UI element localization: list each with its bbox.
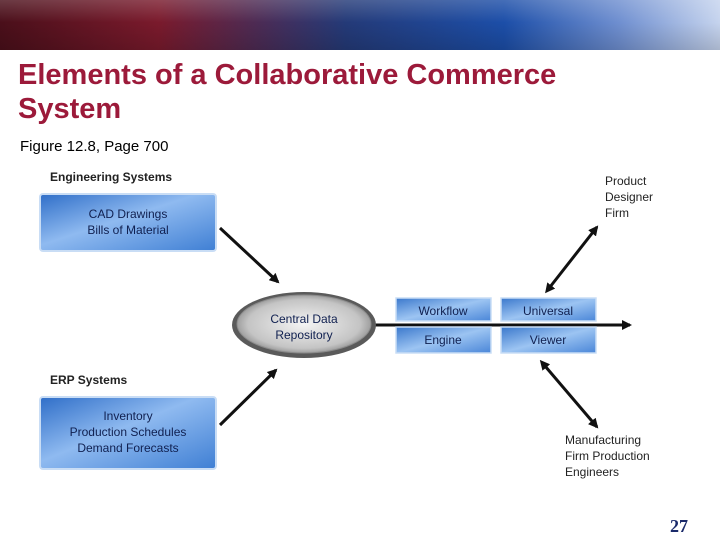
manufacturing-bidirectional-arrow bbox=[539, 359, 599, 429]
erp-to-repository-arrow bbox=[218, 368, 278, 427]
viewer-text: Viewer bbox=[530, 333, 566, 347]
central-data-repository bbox=[236, 294, 372, 354]
engineering-to-repository-arrow bbox=[218, 226, 280, 284]
repository-text: Repository bbox=[275, 328, 332, 342]
workflow-box-bottom bbox=[395, 326, 492, 354]
erp-systems-label: ERP Systems bbox=[50, 373, 127, 387]
figure-caption: Figure 12.8, Page 700 bbox=[20, 138, 169, 155]
engineering-systems-label: Engineering Systems bbox=[50, 170, 172, 184]
banner-shine bbox=[0, 0, 720, 50]
header-banner bbox=[0, 0, 720, 50]
page-number: 27 bbox=[670, 516, 688, 536]
cad-drawings-text: CAD Drawings bbox=[89, 207, 168, 221]
manufacturing-text: Manufacturing bbox=[565, 433, 641, 447]
universal-box-bottom bbox=[500, 326, 597, 354]
firm-text: Firm bbox=[605, 206, 629, 220]
workflow-box-top bbox=[395, 297, 492, 322]
engineers-text: Engineers bbox=[565, 465, 619, 479]
designer-text: Designer bbox=[605, 190, 653, 204]
slide-title: Elements of a Collaborative Commerce Sys… bbox=[18, 59, 557, 125]
product-text: Product bbox=[605, 174, 647, 188]
universal-box-top bbox=[500, 297, 597, 322]
designer-bidirectional-arrow bbox=[545, 225, 599, 294]
engine-text: Engine bbox=[424, 333, 462, 347]
production-schedules-text: Production Schedules bbox=[70, 425, 187, 439]
workflow-text: Workflow bbox=[418, 304, 467, 318]
firm-production-text: Firm Production bbox=[565, 449, 650, 463]
central-data-text: Central Data bbox=[270, 312, 338, 326]
universal-text: Universal bbox=[523, 304, 573, 318]
engineering-box bbox=[39, 193, 217, 252]
demand-forecasts-text: Demand Forecasts bbox=[77, 441, 178, 455]
inventory-text: Inventory bbox=[103, 409, 152, 423]
bills-of-material-text: Bills of Material bbox=[87, 223, 168, 237]
erp-box bbox=[39, 396, 217, 470]
